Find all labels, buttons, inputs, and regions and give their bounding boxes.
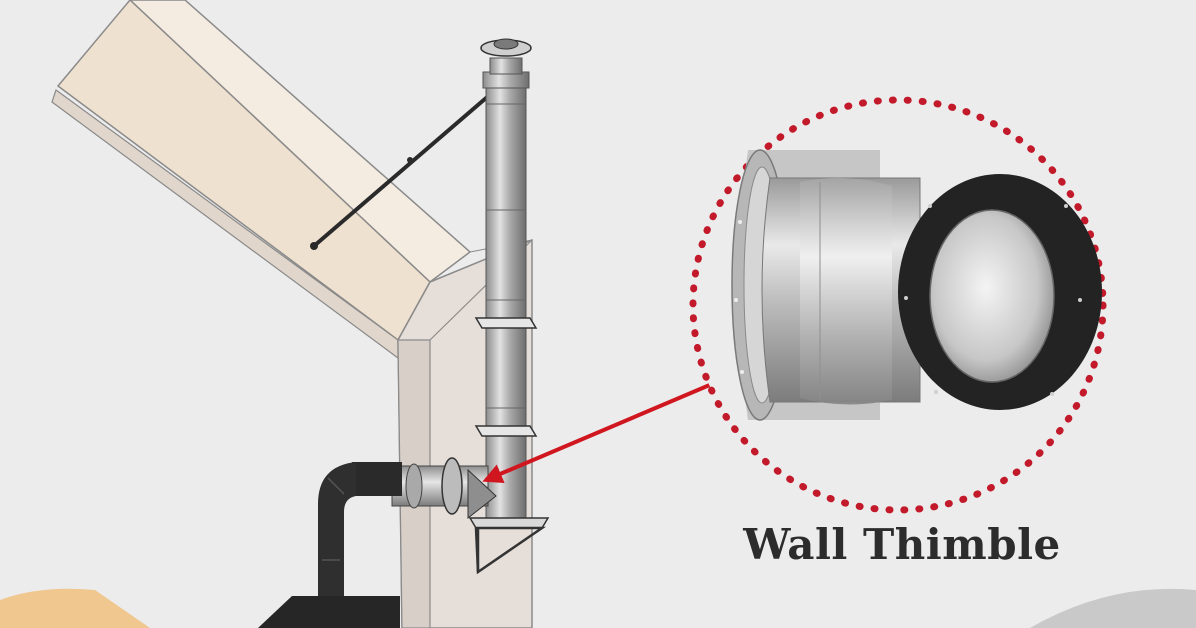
- brace-joint: [310, 242, 318, 250]
- chimney-pipe: [480, 38, 532, 525]
- wall-band-upper: [474, 317, 538, 329]
- wall-pass-through: [391, 457, 497, 520]
- wall-thimble-product: [731, 149, 1102, 421]
- callout-label: Wall Thimble: [743, 520, 1061, 569]
- callout-arrow: [482, 382, 713, 483]
- roof-support-brace: [312, 84, 502, 248]
- roof-panel: [51, 0, 472, 360]
- floor-right: [1030, 588, 1196, 628]
- wall-band-lower: [474, 425, 538, 437]
- stove-pipe: [318, 462, 402, 628]
- stove: [258, 596, 400, 628]
- floor-left: [0, 588, 150, 628]
- brace-joint-mid: [407, 157, 413, 163]
- support-bracket: [468, 517, 550, 575]
